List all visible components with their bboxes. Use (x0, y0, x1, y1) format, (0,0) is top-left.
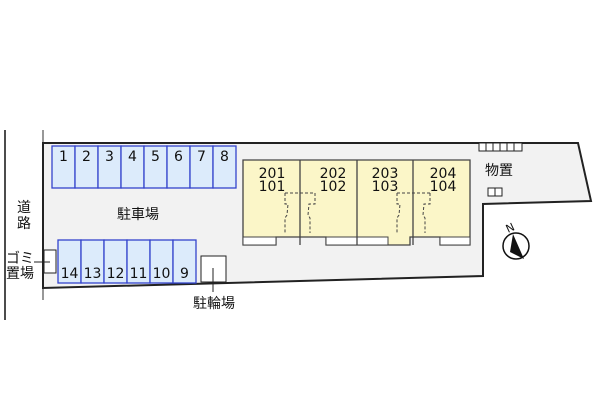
garbage-label-1: ゴミ (6, 250, 34, 267)
parking-space-number: 11 (130, 266, 148, 282)
unit-number-lower: 103 (372, 179, 399, 195)
north-compass-icon: N (502, 220, 530, 260)
unit-number-lower: 102 (320, 179, 347, 195)
garbage-label-2: 置場 (6, 266, 34, 282)
parking-space-number: 8 (220, 149, 229, 165)
parking-space-number: 9 (180, 266, 189, 282)
parking-space-number: 7 (197, 149, 206, 165)
unit-number-upper: 201 (259, 166, 286, 182)
unit-number-lower: 101 (259, 179, 286, 195)
unit-number-upper: 204 (430, 166, 457, 182)
unit-number-lower: 104 (430, 179, 457, 195)
parking-space-number: 12 (107, 266, 125, 282)
parking-space-number: 5 (151, 149, 160, 165)
parking-space-number: 4 (128, 149, 137, 165)
balcony (325, 236, 358, 246)
parking-area-label: 駐車場 (117, 206, 159, 223)
parking-space-number: 1 (59, 149, 68, 165)
unit-number-upper: 203 (372, 166, 399, 182)
parking-space-number: 13 (84, 266, 102, 282)
unit-number-upper: 202 (320, 166, 347, 182)
parking-space (172, 239, 197, 284)
stairway-outline (284, 192, 316, 233)
balcony (242, 236, 277, 246)
parking-space (212, 145, 237, 189)
storage-label: 物置 (485, 163, 513, 179)
parking-space-number: 3 (105, 149, 114, 165)
parking-space-number: 10 (153, 266, 171, 282)
parking-space-number: 6 (174, 149, 183, 165)
storage-top-strip (478, 142, 523, 152)
balcony (356, 236, 389, 246)
parking-space-number: 2 (82, 149, 91, 165)
parking-space-number: 14 (61, 266, 79, 282)
storage-box (487, 187, 503, 197)
bicycle-parking-label: 駐輪場 (193, 295, 235, 312)
parking-row-bottom: 14 13 12 11 10 9 (57, 239, 197, 284)
road-label-1: 道 (17, 200, 31, 216)
stairway-outline (396, 192, 431, 233)
road-label-2: 路 (17, 216, 31, 232)
balcony (439, 236, 471, 246)
